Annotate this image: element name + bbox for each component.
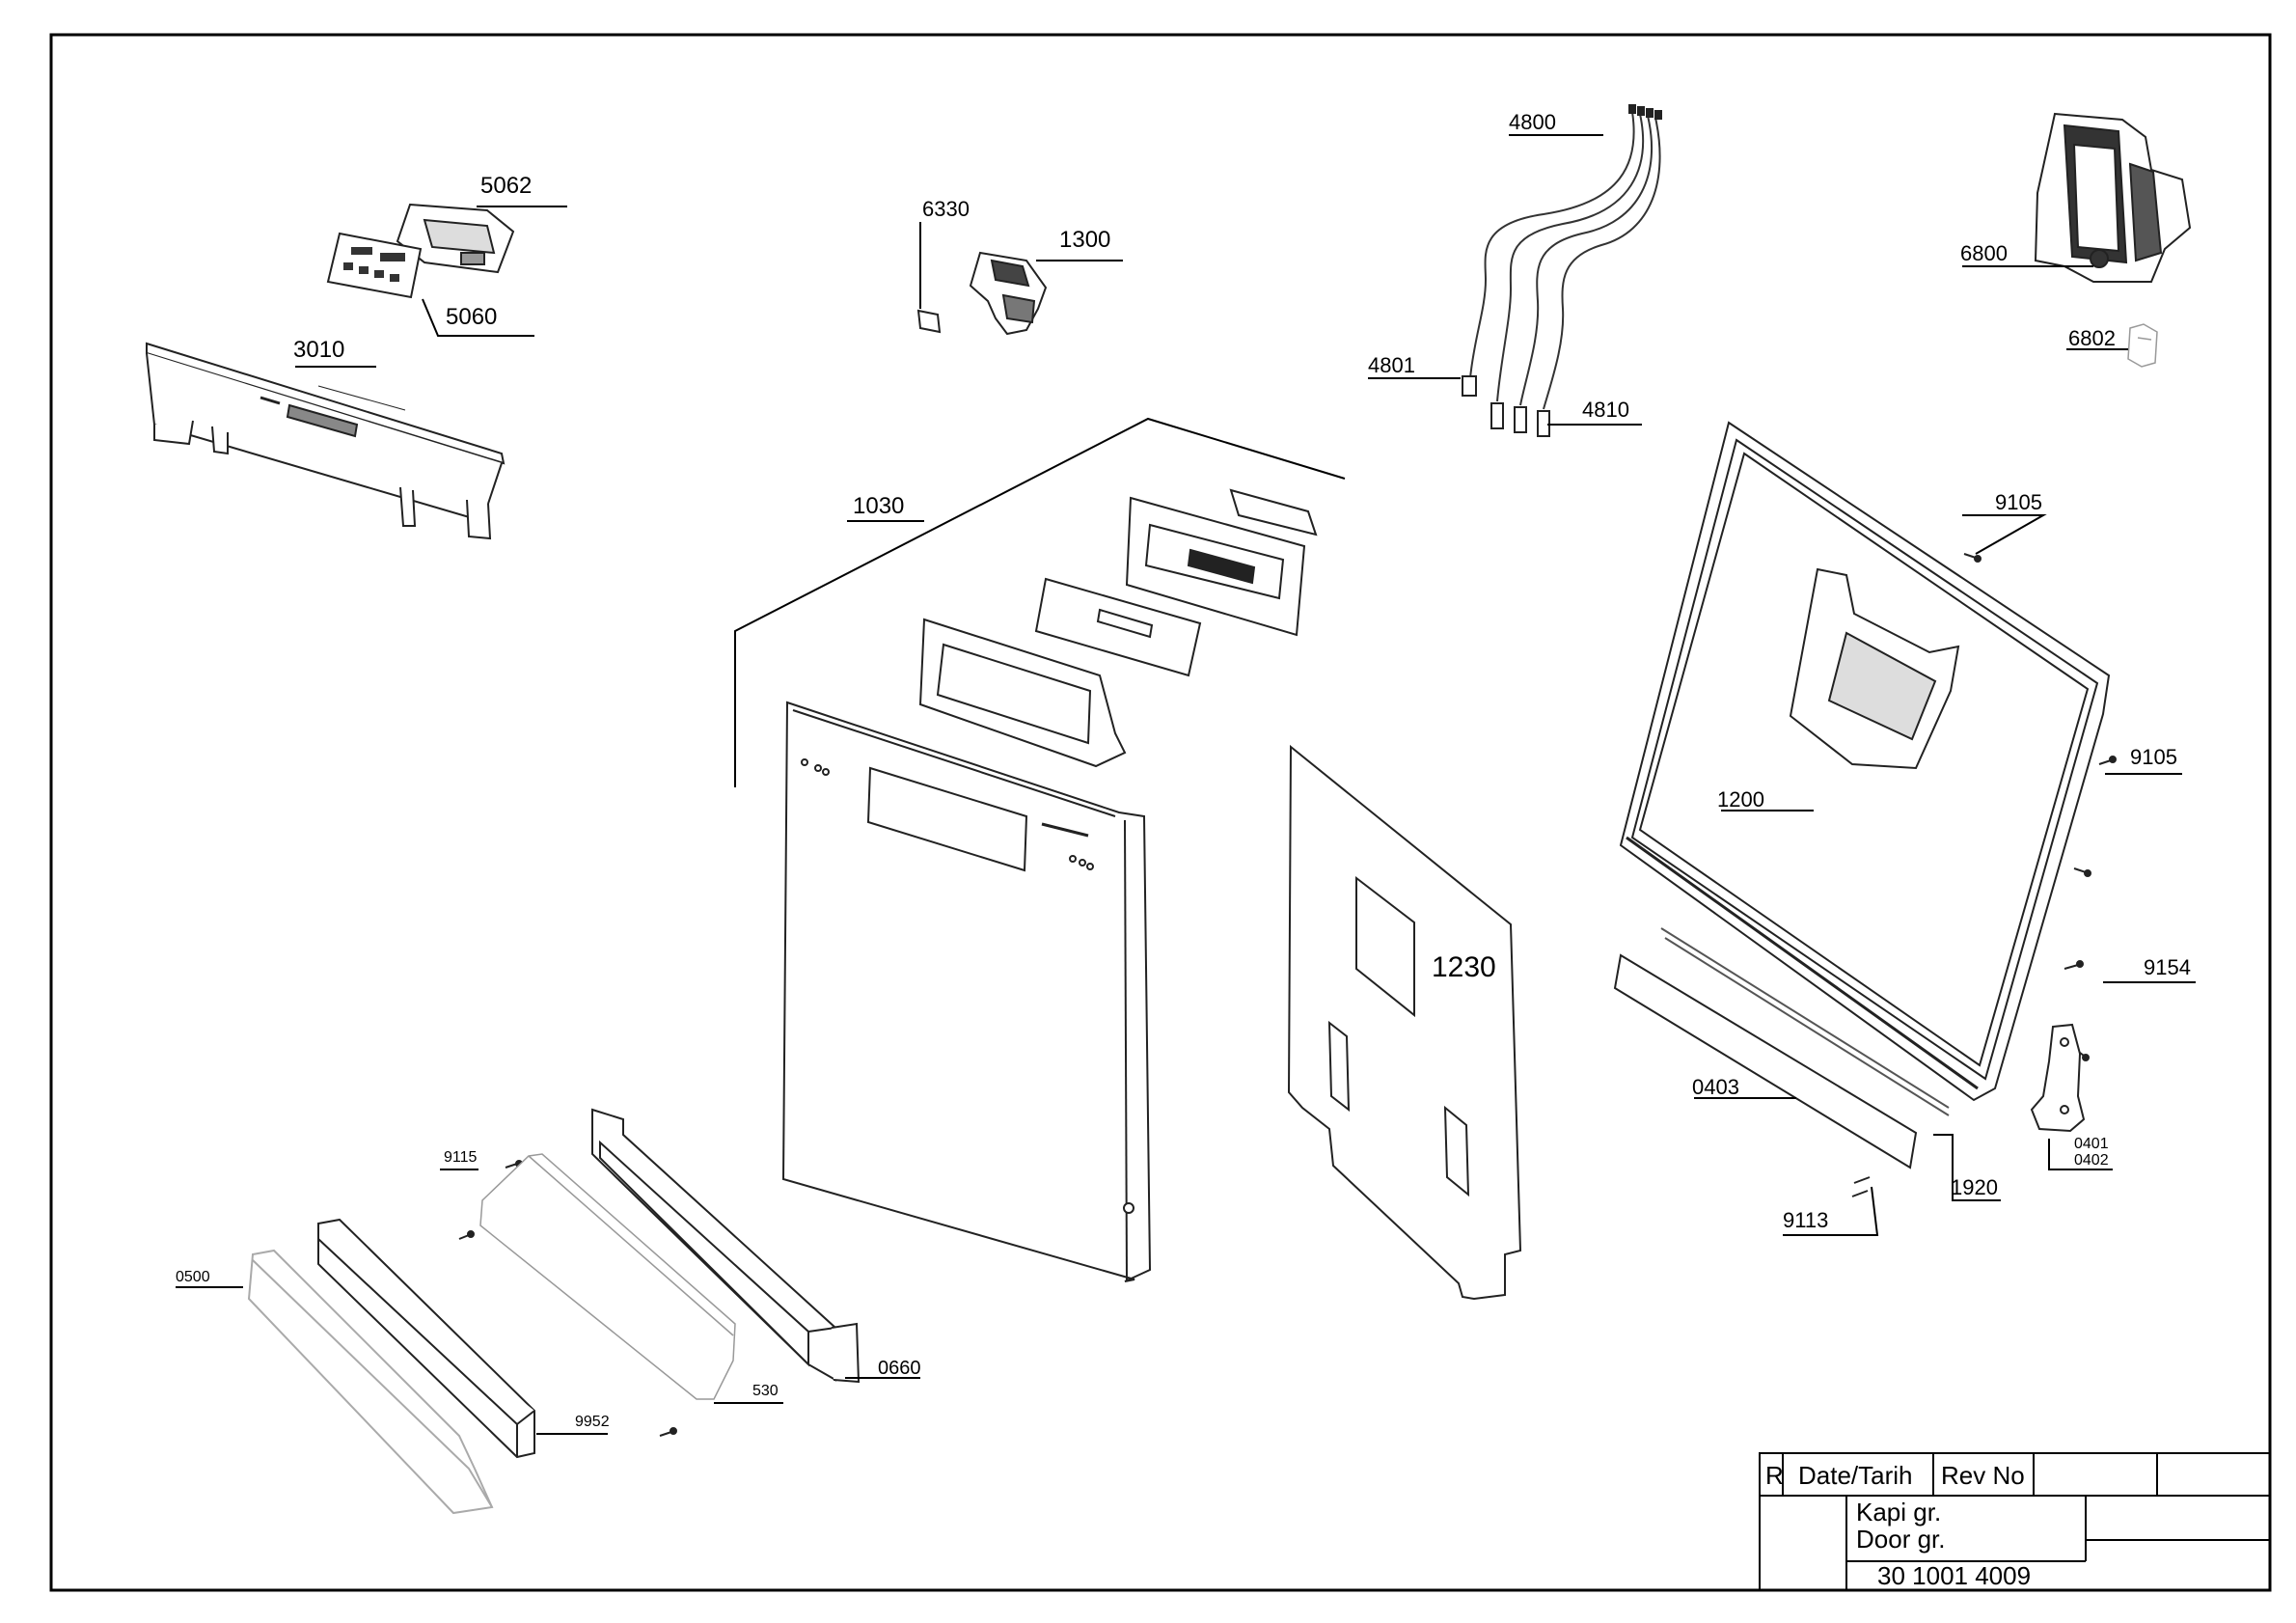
label-6802: 6802: [2068, 326, 2116, 350]
part-5062-module: [396, 203, 515, 274]
label-1200: 1200: [1717, 787, 1764, 812]
part-0401-0402-hinge: [2030, 1023, 2086, 1133]
part-1300-door-lock: [969, 251, 1048, 336]
part-6802-small-part: [2127, 323, 2158, 368]
part-6800-dispenser: [2034, 112, 2192, 283]
part-1200-inner-door: [1619, 421, 2111, 1102]
label-9105-top: 9105: [1995, 490, 2042, 514]
part-0660-bottom-trim: [591, 1108, 861, 1384]
part-530-bracket: [479, 1153, 736, 1400]
label-4810: 4810: [1582, 398, 1629, 422]
part-display-film: [1034, 577, 1202, 677]
part-3010-control-frame: [146, 342, 506, 540]
part-1920-seal: [1660, 927, 1950, 1116]
label-0401: 0401: [2074, 1136, 2109, 1152]
label-3010: 3010: [293, 337, 344, 363]
label-530: 530: [752, 1383, 779, 1399]
title-name-en: Door gr.: [1856, 1525, 1946, 1554]
part-0403-strip: [1613, 953, 1918, 1169]
label-0660: 0660: [878, 1358, 921, 1379]
label-5060: 5060: [446, 304, 497, 330]
label-9115: 9115: [444, 1149, 478, 1166]
title-drawing-number: 30 1001 4009: [1877, 1561, 2031, 1590]
part-1230-insulation-panel: [1287, 744, 1522, 1301]
label-9952: 9952: [575, 1414, 610, 1430]
label-4801: 4801: [1368, 353, 1415, 377]
label-0403: 0403: [1692, 1075, 1739, 1099]
title-rev-header: Rev No: [1941, 1461, 2025, 1490]
label-1230: 1230: [1432, 951, 1496, 983]
part-4800-wire-harness: [1462, 104, 1662, 437]
part-door-outer-panel: [781, 701, 1152, 1282]
label-5062: 5062: [480, 173, 532, 199]
part-5060-pcb: [326, 232, 423, 299]
part-1030-leader: [734, 417, 1346, 787]
part-display-panel: [1125, 488, 1318, 637]
label-1300: 1300: [1059, 227, 1110, 253]
title-r-header: R: [1765, 1461, 1784, 1490]
leader-lines: [176, 134, 2196, 1435]
label-9113: 9113: [1783, 1208, 1828, 1232]
title-block: [1759, 1452, 2271, 1591]
label-9154: 9154: [2144, 955, 2191, 979]
label-6800: 6800: [1960, 241, 2008, 265]
label-0402: 0402: [2074, 1152, 2109, 1169]
title-name-tr: Kapi gr.: [1856, 1498, 1941, 1527]
drawing-border: [49, 33, 2272, 1592]
part-pcb-frame: [918, 618, 1127, 768]
label-9105-side: 9105: [2130, 745, 2177, 769]
label-1920: 1920: [1951, 1175, 1998, 1199]
label-6330: 6330: [922, 197, 970, 221]
label-0500: 0500: [176, 1269, 210, 1285]
title-date-header: Date/Tarih: [1798, 1461, 1913, 1490]
part-6330-clip: [916, 309, 942, 334]
part-0500-plinth: [247, 1249, 494, 1515]
label-1030: 1030: [853, 493, 904, 519]
part-9952-bar: [317, 1218, 535, 1459]
label-4800: 4800: [1509, 110, 1556, 134]
